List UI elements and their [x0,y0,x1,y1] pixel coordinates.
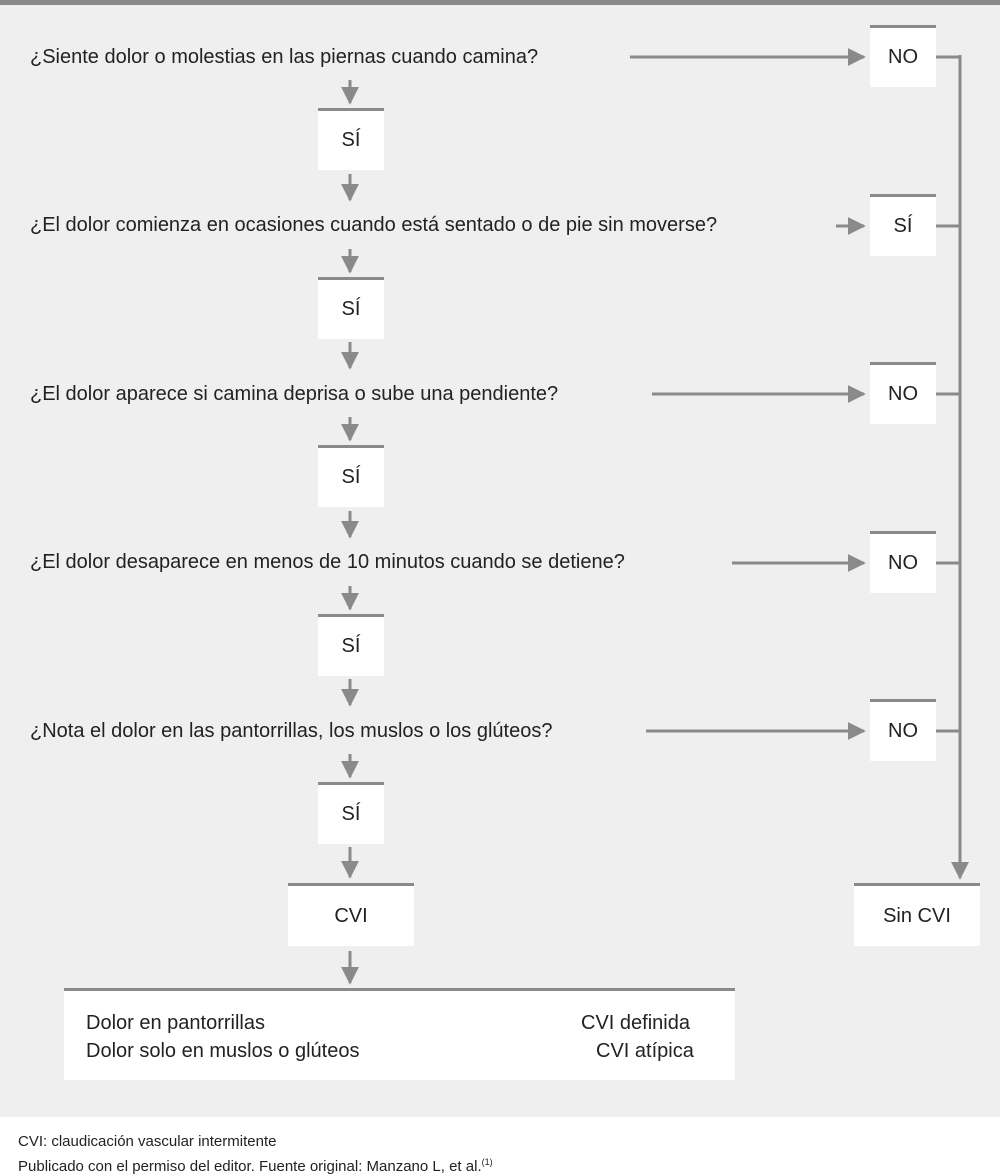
answer-box-side-3: NO [870,362,936,424]
classification-condition-1: Dolor en pantorrillas [86,1012,265,1034]
answer-box-side-1: NO [870,25,936,87]
question-5: ¿Nota el dolor en las pantorrillas, los … [30,720,553,742]
answer-box-down-4: SÍ [318,614,384,676]
answer-box-down-5: SÍ [318,782,384,844]
outcome-cvi-box: CVI [288,883,414,946]
footnote-source: Publicado con el permiso del editor. Fue… [18,1153,493,1176]
answer-box-side-2: SÍ [870,194,936,256]
classification-condition-2: Dolor solo en muslos o glúteos [86,1040,360,1062]
answer-box-down-1: SÍ [318,108,384,170]
classification-result-1: CVI definida [581,1012,690,1034]
answer-box-down-2: SÍ [318,277,384,339]
footnote-source-ref: (1) [481,1157,493,1167]
classification-result-2: CVI atípica [596,1040,694,1062]
outcome-sin-cvi-box: Sin CVI [854,883,980,946]
answer-box-side-5: NO [870,699,936,761]
top-rule [0,0,1000,5]
diagram-panel [0,0,1000,1117]
footnote-source-text: Publicado con el permiso del editor. Fue… [18,1158,482,1175]
question-2: ¿El dolor comienza en ocasiones cuando e… [30,214,718,236]
question-1: ¿Siente dolor o molestias en las piernas… [30,46,539,68]
answer-box-down-3: SÍ [318,445,384,507]
question-3: ¿El dolor aparece si camina deprisa o su… [30,383,559,405]
question-4: ¿El dolor desaparece en menos de 10 minu… [30,551,625,573]
classification-box [64,988,735,1080]
answer-box-side-4: NO [870,531,936,593]
footnote-abbreviation: CVI: claudicación vascular intermitente [18,1133,277,1150]
